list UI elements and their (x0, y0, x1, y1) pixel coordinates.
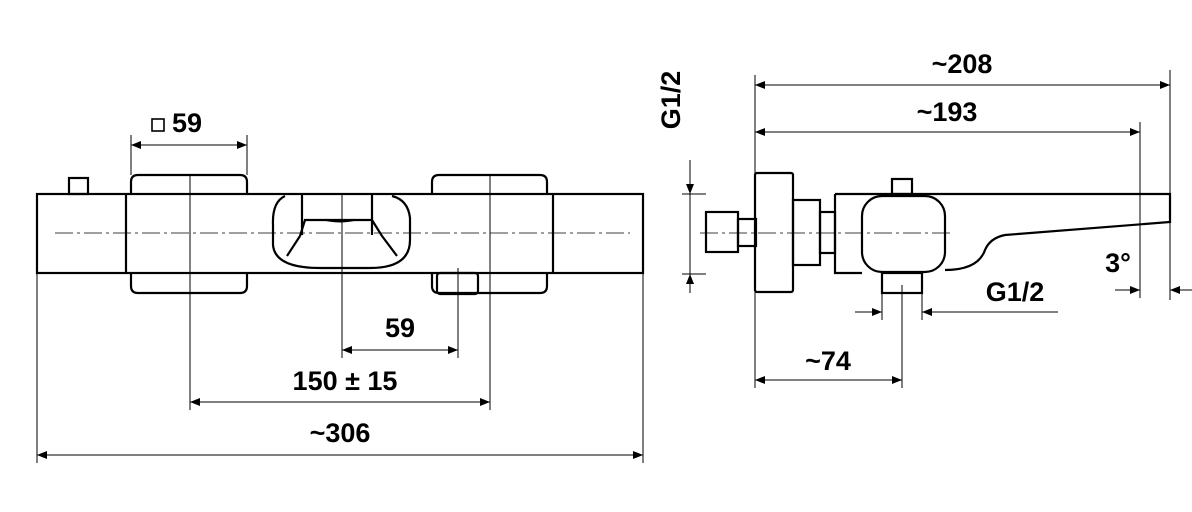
dim-inlet-thread-label: G1/2 (656, 71, 686, 130)
front-view: 59 59 150 ± 15 ~306 (35, 108, 645, 463)
side-view: G1/2 ~208 ~193 G1/2 3° ~74 (656, 49, 1192, 388)
dim-outlet-offset-label: ~74 (805, 346, 851, 376)
wall-flange (753, 171, 795, 294)
dim-depth-spout-label: ~193 (917, 97, 978, 127)
inlet-connector (704, 210, 740, 254)
dim-centers-label: 150 ± 15 (293, 366, 398, 396)
nut-collar (818, 210, 837, 255)
dim-length-label: ~306 (310, 418, 371, 448)
union-nut (791, 198, 822, 267)
center-cutout (271, 194, 412, 270)
left-knob (129, 173, 249, 295)
spout-body (833, 192, 1172, 275)
square-symbol-icon (151, 118, 165, 132)
side-knob (860, 194, 947, 274)
side-top-pin (890, 177, 914, 196)
dim-angle-label: 3° (1105, 248, 1131, 278)
dim-square-label: 59 (172, 108, 202, 138)
mixer-body (35, 192, 645, 275)
dim-outlet-thread-label: G1/2 (986, 277, 1045, 307)
dim-outlet-label: 59 (385, 313, 415, 343)
inlet-neck (736, 217, 758, 248)
top-pin (67, 176, 90, 196)
dim-depth-total-label: ~208 (932, 49, 993, 79)
